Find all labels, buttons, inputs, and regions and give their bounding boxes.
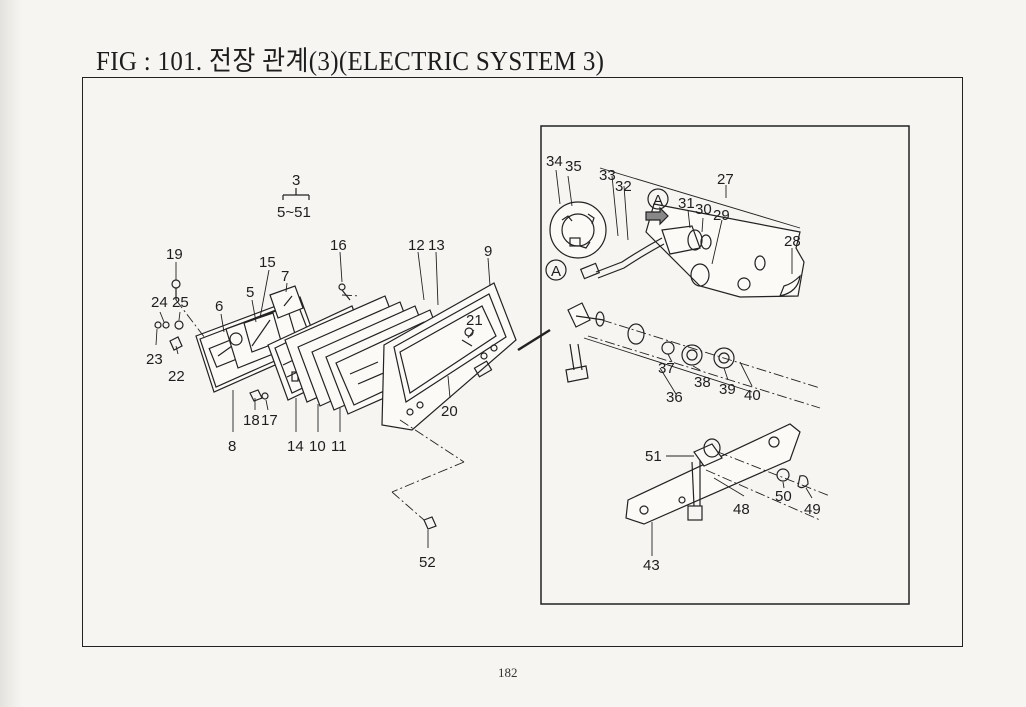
assembly-centerlines <box>175 294 465 521</box>
callout-7: 7 <box>281 268 289 285</box>
callout-9: 9 <box>484 243 492 260</box>
callout-21: 21 <box>466 312 483 329</box>
callout-22: 22 <box>168 368 185 385</box>
callout-17: 17 <box>261 412 278 429</box>
switch-detail-assembly <box>545 167 831 556</box>
assembly-label-range: 5~51 <box>277 204 311 221</box>
switch-connector <box>579 225 712 287</box>
leader-lines <box>155 251 491 548</box>
callout-50: 50 <box>775 488 792 505</box>
detail-centerlines <box>587 319 831 521</box>
callout-39: 39 <box>719 381 736 398</box>
callout-23: 23 <box>146 351 163 368</box>
callout-28: 28 <box>784 233 801 250</box>
lamp-socket <box>565 302 735 383</box>
figure-frame <box>82 77 963 647</box>
detail-marker-circle-1 <box>545 259 567 281</box>
callout-5: 5 <box>246 284 254 301</box>
callout-12: 12 <box>408 237 425 254</box>
figure-title: FIG : 101. 전장 관계(3)(ELECTRIC SYSTEM 3) <box>96 47 605 77</box>
callout-19: 19 <box>166 246 183 263</box>
detail-pointer-arrow <box>645 206 669 226</box>
binding-edge <box>0 0 22 707</box>
callout-36: 36 <box>666 389 683 406</box>
detail-inset-frame <box>540 125 910 605</box>
callout-14: 14 <box>287 438 304 455</box>
callout-48: 48 <box>733 501 750 518</box>
callout-35: 35 <box>565 158 582 175</box>
callout-18: 18 <box>243 412 260 429</box>
part-callouts: 19 15 7 5 6 16 12 13 9 24 25 23 22 21 20… <box>146 153 821 574</box>
lower-switch <box>687 438 809 521</box>
callout-31: 31 <box>678 195 695 212</box>
detail-leader-lines <box>555 167 813 556</box>
callout-13: 13 <box>428 237 445 254</box>
small-hardware <box>154 279 437 530</box>
assembly-label-main: 3 <box>292 172 300 189</box>
callout-32: 32 <box>615 178 632 195</box>
callout-20: 20 <box>441 403 458 420</box>
callout-8: 8 <box>228 438 236 455</box>
page-number: 182 <box>498 665 518 680</box>
callout-51: 51 <box>645 448 662 465</box>
spring-clip <box>779 274 801 297</box>
callout-38: 38 <box>694 374 711 391</box>
instrument-cluster-assembly <box>154 188 551 548</box>
detail-marker-a-2: A <box>653 192 663 209</box>
callout-52: 52 <box>419 554 436 571</box>
callout-37: 37 <box>658 360 675 377</box>
callout-49: 49 <box>804 501 821 518</box>
detail-link-line <box>517 328 551 352</box>
callout-30: 30 <box>695 201 712 218</box>
dial-detail <box>549 201 607 259</box>
callout-24: 24 <box>151 294 168 311</box>
callout-29: 29 <box>713 207 730 224</box>
gauge-plate <box>225 285 304 369</box>
lower-bracket <box>625 423 801 525</box>
callout-11: 11 <box>331 438 347 455</box>
callout-33: 33 <box>599 167 616 184</box>
callout-34: 34 <box>546 153 563 170</box>
callout-15: 15 <box>259 254 276 271</box>
callout-6: 6 <box>215 298 223 315</box>
detail-marker-circle-2 <box>647 188 669 210</box>
callout-43: 43 <box>643 557 660 574</box>
detail-marker-a-1: A <box>551 263 561 280</box>
callout-25: 25 <box>172 294 189 311</box>
callout-10: 10 <box>309 438 326 455</box>
callout-40: 40 <box>744 387 761 404</box>
callout-27: 27 <box>717 171 734 188</box>
callout-16: 16 <box>330 237 347 254</box>
